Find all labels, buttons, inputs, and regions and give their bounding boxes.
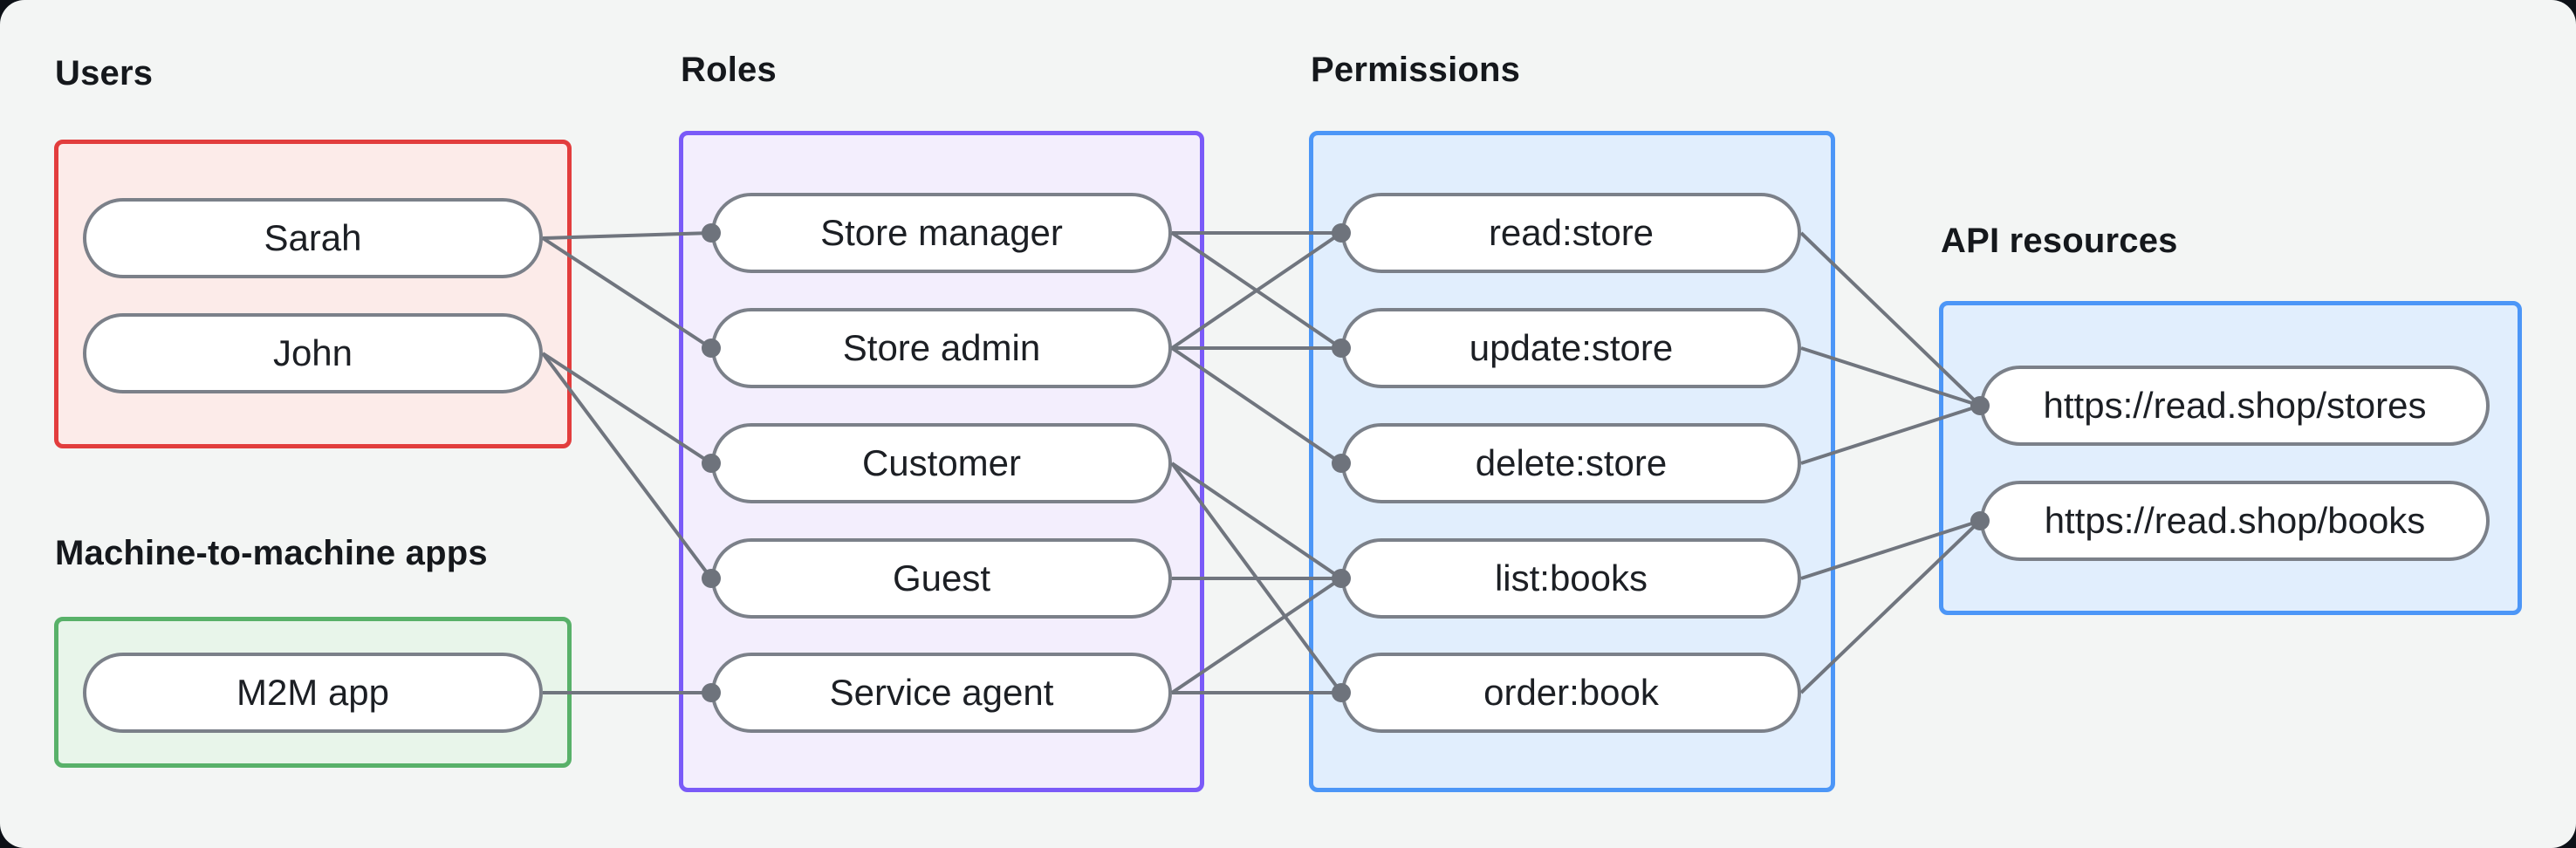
- node-label-sarah: Sarah: [264, 217, 362, 258]
- node-label-order-book: order:book: [1483, 672, 1659, 713]
- group-box-users: [54, 140, 572, 448]
- node-order-book: order:book: [1341, 653, 1801, 733]
- node-sarah: Sarah: [83, 198, 543, 278]
- node-store-admin: Store admin: [711, 308, 1172, 388]
- node-label-m2m-app: M2M app: [236, 672, 390, 713]
- node-list-books: list:books: [1341, 538, 1801, 619]
- node-label-delete-store: delete:store: [1475, 442, 1668, 483]
- node-label-read-store: read:store: [1488, 212, 1655, 253]
- node-label-update-store: update:store: [1469, 327, 1674, 368]
- node-guest: Guest: [711, 538, 1172, 619]
- node-delete-store: delete:store: [1341, 423, 1801, 503]
- node-service-agent: Service agent: [711, 653, 1172, 733]
- node-label-store-manager: Store manager: [820, 212, 1063, 253]
- node-store-manager: Store manager: [711, 193, 1172, 273]
- group-label-api: API resources: [1941, 222, 2178, 260]
- node-label-john: John: [272, 332, 353, 373]
- group-label-roles: Roles: [681, 51, 777, 89]
- node-m2m-app: M2M app: [83, 653, 543, 733]
- node-label-books-resource: https://read.shop/books: [2044, 500, 2426, 541]
- node-label-stores-resource: https://read.shop/stores: [2043, 385, 2427, 426]
- node-label-store-admin: Store admin: [842, 327, 1041, 368]
- node-customer: Customer: [711, 423, 1172, 503]
- node-stores-resource: https://read.shop/stores: [1980, 366, 2490, 446]
- group-label-m2m: Machine-to-machine apps: [55, 534, 488, 572]
- node-label-guest: Guest: [892, 557, 991, 598]
- group-label-permissions: Permissions: [1311, 51, 1521, 89]
- node-update-store: update:store: [1341, 308, 1801, 388]
- node-john: John: [83, 313, 543, 393]
- node-books-resource: https://read.shop/books: [1980, 481, 2490, 561]
- group-box-api: [1939, 301, 2522, 615]
- group-label-users: Users: [55, 54, 154, 92]
- node-label-list-books: list:books: [1494, 557, 1648, 598]
- node-read-store: read:store: [1341, 193, 1801, 273]
- node-label-customer: Customer: [861, 442, 1022, 483]
- node-label-service-agent: Service agent: [829, 672, 1054, 713]
